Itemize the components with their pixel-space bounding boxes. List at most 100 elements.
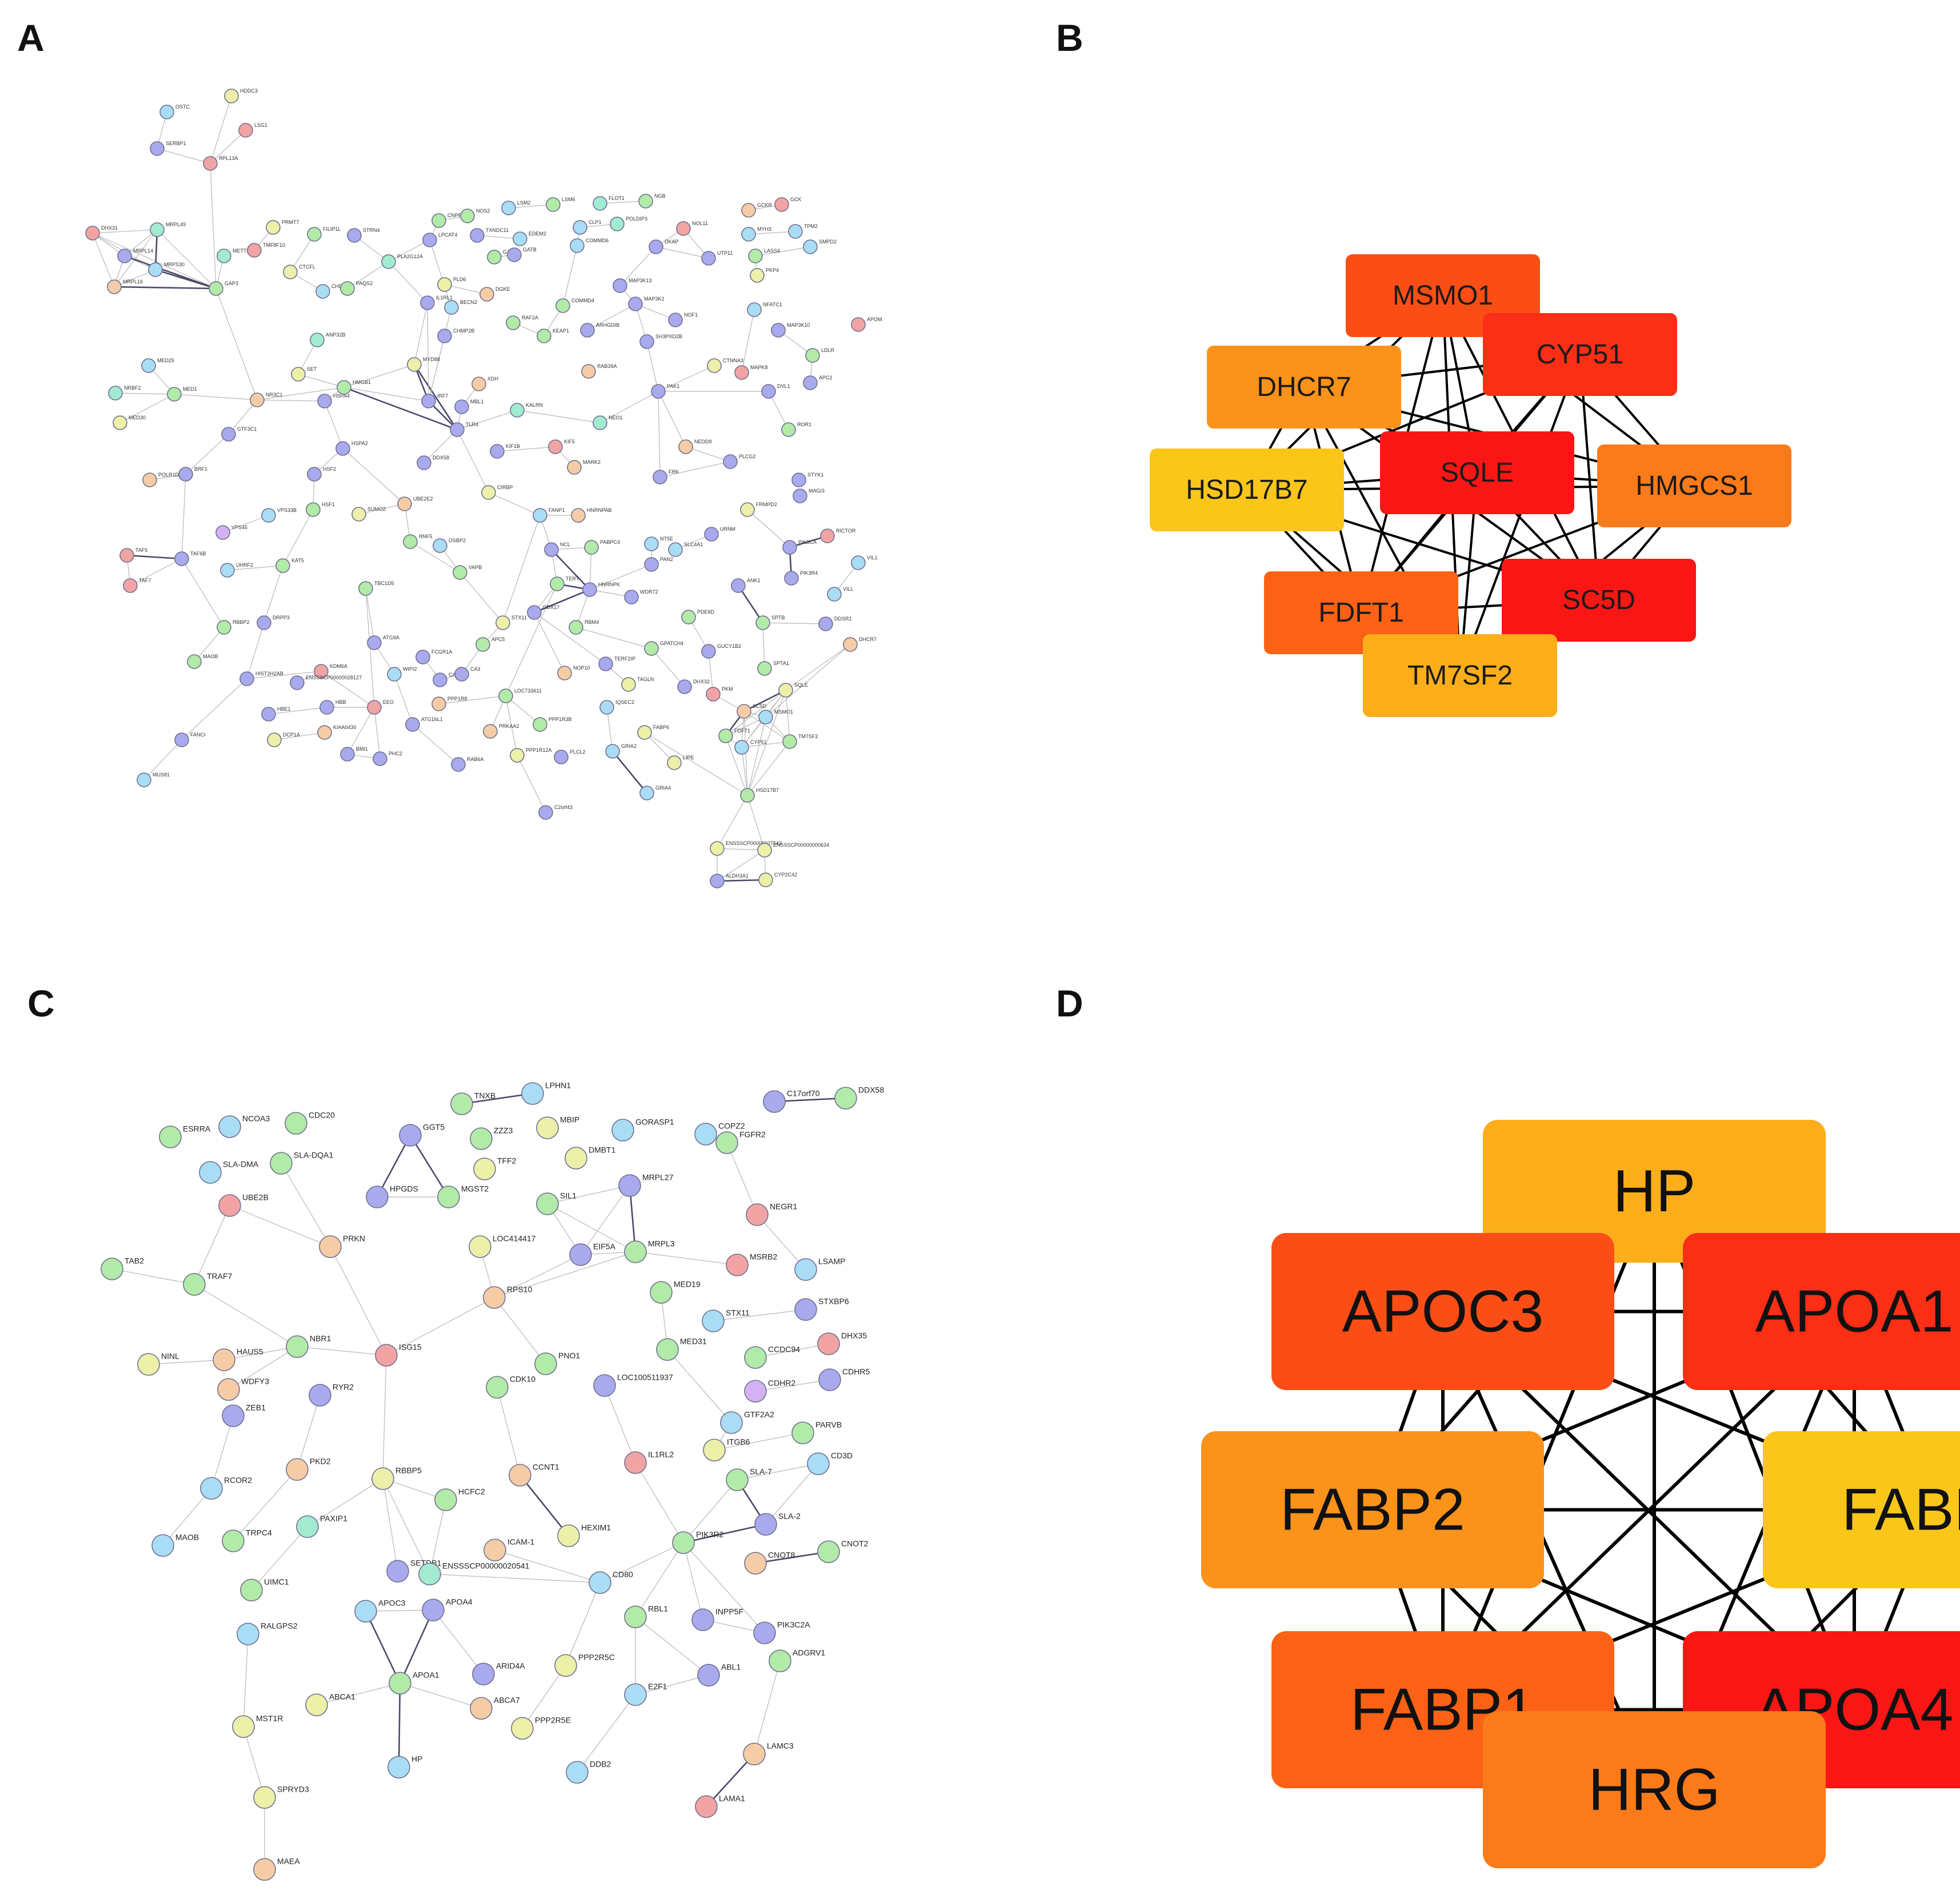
node-circle-hmgb1 [337,380,351,395]
node-label-ror1: ROR1 [797,422,811,427]
node-fdft1: FDFT1 [718,728,750,743]
node-circle-cd80 [589,1571,611,1594]
node-paqs2: PAQS2 [340,281,373,296]
node-circle-ddsr1 [818,616,833,631]
node-circle-gckr [741,203,756,218]
node-circle-taf7 [123,578,138,593]
edge-nbr1-isg15 [297,1346,387,1356]
node-label-commd4: COMMD4 [571,298,594,303]
edge-mrpl3-msrb2 [635,1251,738,1266]
node-loc733611: LOC733611 [498,688,542,703]
node-circle-tert [550,576,565,591]
node-hbe1: HBE1 [261,706,291,722]
edge-tbc1d5-atg9a [365,588,375,643]
node-map3k13: MAP3K13 [613,278,652,293]
hub-label-msmo1: MSMO1 [1393,281,1493,311]
node-label-pik3r2: PIK3R2 [696,1530,723,1539]
node-vps33b: VPS33B [261,507,297,523]
node-circle-kif1b [490,444,505,459]
hub-node-fdft1: FDFT1 [1264,571,1458,654]
node-circle-ppp2r5c [554,1654,577,1677]
edge-eif5a-mrpl27 [580,1185,630,1255]
node-lsm6: LSM6 [546,197,575,212]
edge-flot1-ngb [599,201,646,204]
edge-tnxb-lphn1 [461,1092,533,1105]
node-label-copz2: COPZ2 [718,1122,745,1131]
node-gtf3c1: GTF3C1 [221,426,257,442]
node-med1: MED1 [167,386,197,402]
node-circle-pabpc4 [584,540,599,555]
node-circle-ddx58 [834,1087,857,1110]
node-circle-sla-dma [199,1161,222,1184]
node-cirbp: CIRBP [481,484,513,500]
edge-taf5-taf6b [126,554,182,560]
node-label-gap3: GAP3 [225,281,238,286]
hub-node-apoa1: APOA1 [1683,1233,1960,1390]
node-label-sla-2: SLA-2 [778,1512,801,1521]
node-lsamp: LSAMP [794,1257,845,1281]
node-label-mrpl49: MRPL49 [166,222,186,227]
node-label-pkd2: PKD2 [310,1457,331,1466]
node-rbl1: RBL1 [624,1604,668,1628]
edge-hcfc2-enssscp00000020541 [429,1499,446,1575]
node-label-gria4: GRIA4 [655,785,671,791]
node-label-tert: TERT [566,576,579,582]
node-label-kif5: KIF5 [564,439,575,445]
node-circle-dhx35 [817,1332,840,1355]
node-label-pkp4: PKP4 [766,267,779,273]
hub-label-hp: HP [1613,1158,1695,1224]
node-label-arid4a: ARID4A [496,1661,525,1671]
node-label-abl1: ABL1 [721,1663,741,1672]
edge-loc100511937-il1rl2 [604,1385,636,1463]
node-ncl: NCL [544,542,570,557]
node-ldlr: LDLR [805,347,835,363]
node-label-pik3ca: PIK3CA [798,539,817,545]
node-circle-commd6 [570,238,585,253]
node-mrpl27: MRPL27 [618,1173,674,1197]
node-tagln: TAGLN [621,676,654,692]
edge-ggt5-mgst2 [409,1135,450,1198]
node-circle-rpl13a [203,156,218,171]
edge-myd88-tlr4 [413,364,458,430]
node-label-spta1: SPTA1 [773,660,789,666]
node-label-enssscp00000020541: ENSSSCP00000020541 [442,1561,530,1571]
node-circle-lsg1 [238,123,253,138]
node-rab6a: RAB6A [451,756,484,772]
edge-hmgb1-tlr4 [343,386,458,431]
node-label-fdft1: FDFT1 [734,728,750,734]
node-label-traf7: TRAF7 [207,1272,233,1281]
node-circle-set [291,367,306,382]
edge-icam-1-cd80 [494,1549,601,1583]
edge-hsd17b7-enssscp00000027542 [717,795,748,849]
node-circle-dgke [479,287,494,302]
node-circle-iqsec2 [599,700,614,715]
edge-adgrv1-lamc3 [754,1660,781,1755]
node-circle-spta1 [757,661,772,676]
node-med30: MED30 [113,415,146,430]
node-lsm2: LSM2 [501,200,531,215]
node-nof1: NOF1 [668,312,698,327]
hub-box-hp [1483,1120,1826,1263]
node-label-terf2ip: TERF2IP [614,656,635,662]
node-label-trpc4: TRPC4 [246,1528,272,1537]
node-label-hnrnpk: HNRNPK [598,582,620,587]
edge-hmgb1-myd88 [343,364,415,388]
node-label-cnppn1: CNPPN1 [447,213,469,218]
node-tert: TERT [550,576,579,591]
node-label-cyp51: CYP51 [750,739,767,745]
node-mark2: MARK2 [567,459,601,475]
node-label-frk: FRK [669,469,679,475]
node-circle-nt5e [644,536,659,551]
node-cyp2c42: CYP2C42 [758,872,797,887]
node-label-sla-7: SLA-7 [750,1467,772,1476]
node-il1rl2: IL1RL2 [624,1450,674,1474]
edge-dkap-utp11 [655,246,709,259]
node-mrpl16: MRPL16 [107,279,143,294]
node-circle-sc5d [737,704,751,719]
node-enssscp00000028127: ENSSSCP00000028127 [290,675,362,690]
node-circle-lpcat4 [422,233,437,247]
node-circle-hsf1 [306,502,321,517]
node-label-med25: MED25 [157,358,174,363]
node-circle-apc2 [803,375,818,390]
edge-med30-med1 [119,394,175,423]
